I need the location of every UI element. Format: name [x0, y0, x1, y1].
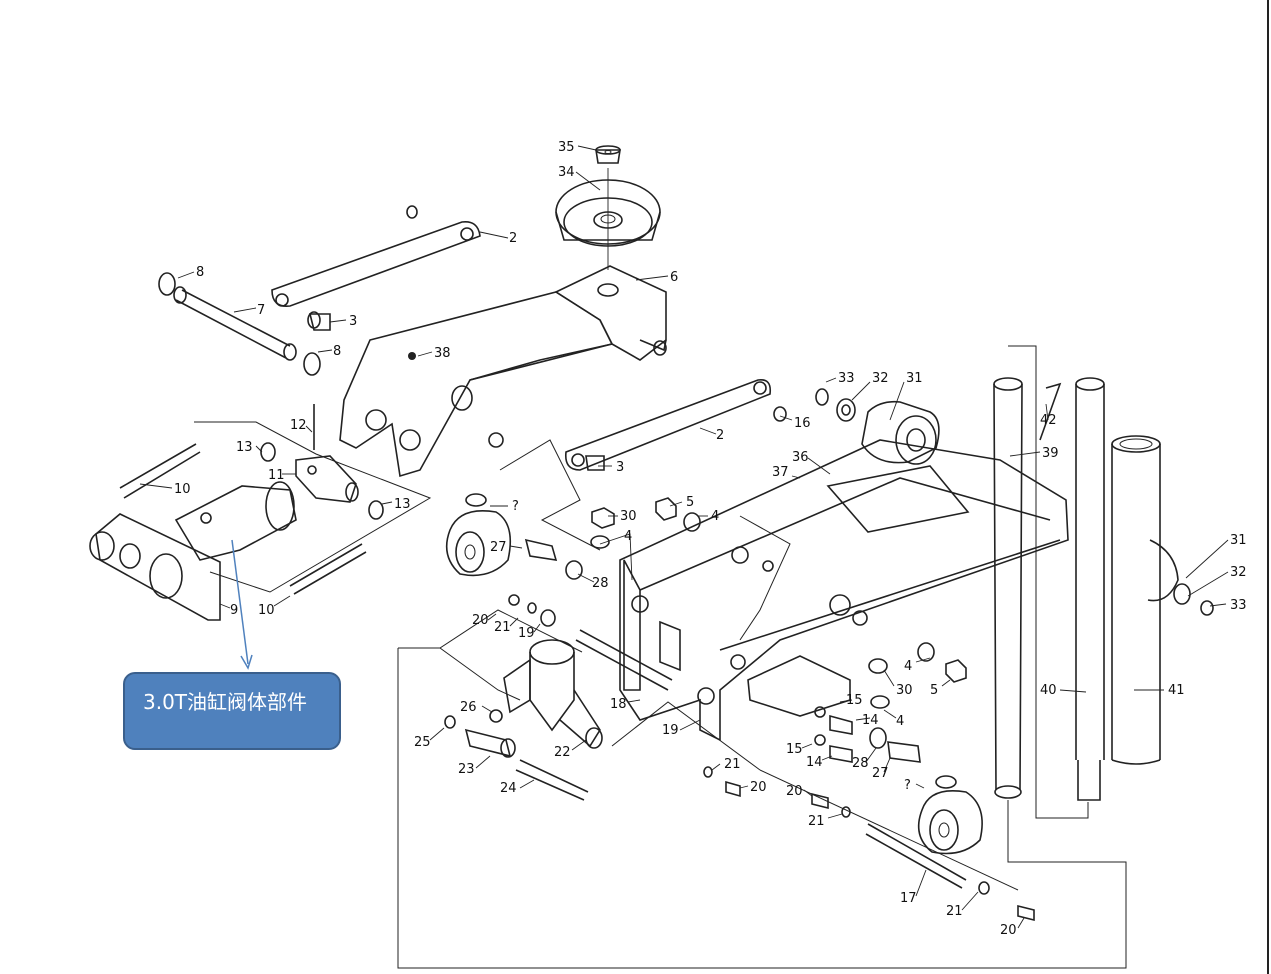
part-label: 20: [750, 780, 767, 795]
part-label: 20: [786, 784, 803, 799]
leader-lines: [139, 145, 1229, 929]
part-label: 5: [930, 683, 938, 698]
part-label: 23: [458, 762, 475, 777]
part-label: 28: [592, 576, 609, 591]
part-label: 2: [509, 231, 517, 246]
part-label: 19: [662, 723, 679, 738]
part-label: 10: [258, 603, 275, 618]
part-label: 12: [290, 418, 307, 433]
part-label: 8: [196, 265, 204, 280]
part-label: 15: [846, 693, 863, 708]
part-label: 33: [838, 371, 855, 386]
part-label: 10: [174, 482, 191, 497]
part-label: 27: [490, 540, 507, 555]
part-label: 20: [472, 613, 489, 628]
frame-part: [619, 439, 1179, 742]
part-label: 32: [1230, 565, 1247, 580]
part-label: 21: [946, 904, 963, 919]
part-label: 30: [620, 509, 637, 524]
part-label: 27: [872, 766, 889, 781]
part-label: 35: [558, 140, 575, 155]
assembly-outline: [398, 439, 1019, 891]
part-label: 2: [716, 428, 724, 443]
part-label: 16: [794, 416, 811, 431]
part-label: 36: [792, 450, 809, 465]
callout-text: 3.0T油缸阀体部件: [143, 690, 308, 714]
callout-box: 3.0T油缸阀体部件: [123, 672, 341, 750]
saddle-cap-part: [595, 145, 621, 164]
part-label: 13: [236, 440, 253, 455]
part-label: 34: [558, 165, 575, 180]
part-label: 40: [1040, 683, 1057, 698]
part-label: 31: [906, 371, 923, 386]
part-label: 3: [349, 314, 357, 329]
lower-link-part: [564, 378, 787, 471]
part-label: 9: [230, 603, 238, 618]
pin-part: [307, 311, 331, 331]
part-label: 4: [711, 509, 719, 524]
part-label: 28: [852, 756, 869, 771]
handle-tube-part: [397, 345, 1161, 969]
part-label: 21: [724, 757, 741, 772]
part-label: 15: [786, 742, 803, 757]
part-label: 19: [518, 626, 535, 641]
part-label: 32: [872, 371, 889, 386]
part-label: 13: [394, 497, 411, 512]
right-hardware-part: [697, 642, 1035, 922]
part-label: 6: [670, 270, 678, 285]
part-label: 20: [1000, 923, 1017, 938]
pivot-bracket-part: [444, 639, 603, 801]
part-label: 4: [896, 714, 904, 729]
part-label: 37: [772, 465, 789, 480]
part-label: 14: [862, 713, 879, 728]
part-label: 4: [624, 529, 632, 544]
part-label: 21: [494, 620, 511, 635]
part-label: 25: [414, 735, 431, 750]
right-rings-part: [1173, 583, 1214, 616]
part-number-labels: 35 34 2 6 8 7 3 8 38 33 32 31 42 16 2 12…: [174, 140, 1247, 938]
part-label: 3: [616, 460, 624, 475]
lifting-arm-part: [339, 265, 667, 478]
part-label: 31: [1230, 533, 1247, 548]
frame-border: [1267, 0, 1269, 974]
part-label: 38: [434, 346, 451, 361]
small-hardware-part: [508, 497, 701, 691]
part-label: 11: [268, 468, 285, 483]
part-label: 42: [1040, 413, 1057, 428]
part-label: 21: [808, 814, 825, 829]
hydraulic-cylinder-part: [89, 404, 432, 621]
upper-link-part: [271, 205, 481, 307]
part-label: 18: [610, 697, 627, 712]
part-label: 4: [904, 659, 912, 674]
callout-arrow: [231, 539, 253, 670]
roller-part: [815, 388, 940, 465]
caster-wheel-part-2: [917, 775, 983, 855]
part-label: 17: [900, 891, 917, 906]
part-label: 24: [500, 781, 517, 796]
part-label: 8: [333, 344, 341, 359]
caster-wheel-part: [445, 493, 512, 577]
axle-pin-part: [158, 272, 321, 376]
part-label: 7: [257, 303, 265, 318]
part-label: 5: [686, 495, 694, 510]
part-label: 33: [1230, 598, 1247, 613]
part-label: 30: [896, 683, 913, 698]
part-label: ?: [904, 778, 911, 793]
part-label: 41: [1168, 683, 1185, 698]
part-label: 26: [460, 700, 477, 715]
part-label: 39: [1042, 446, 1059, 461]
part-label: 14: [806, 755, 823, 770]
part-label: 22: [554, 745, 571, 760]
part-label: ?: [512, 499, 519, 514]
